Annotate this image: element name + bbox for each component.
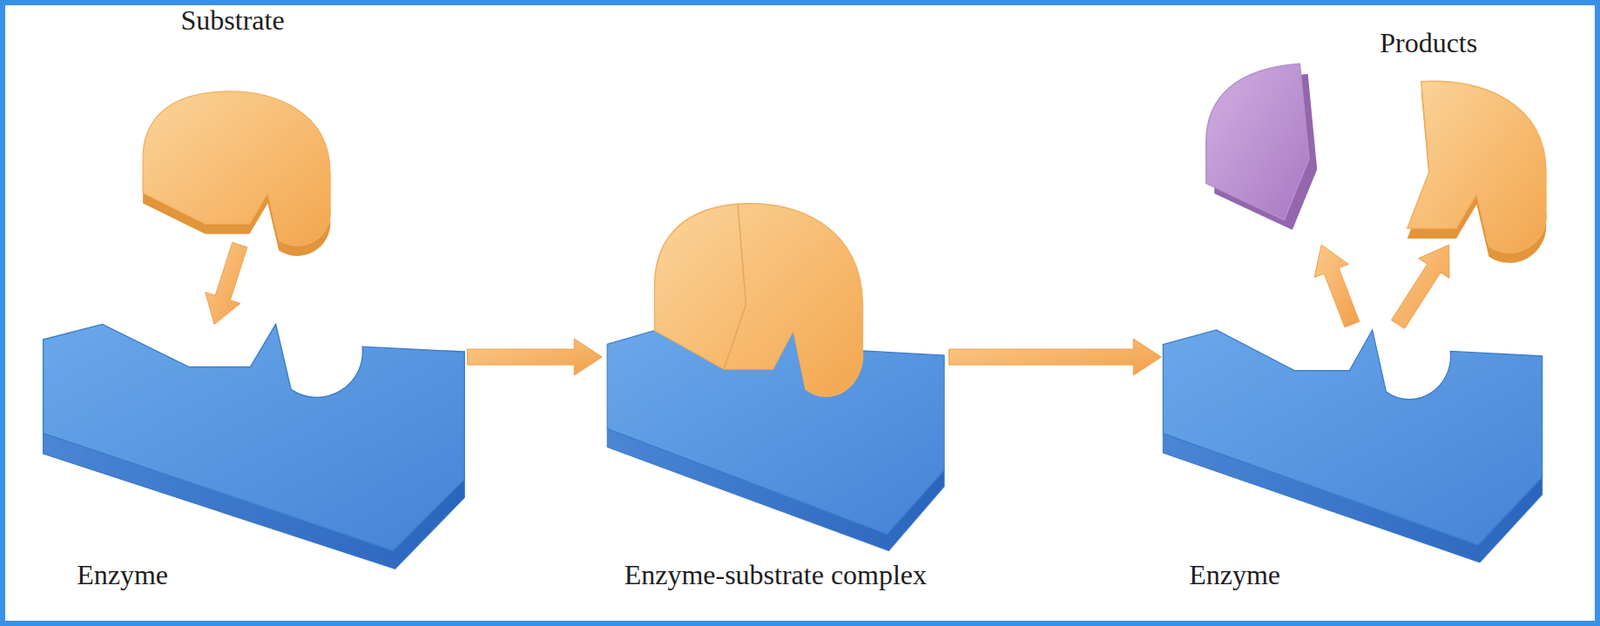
block-arrow xyxy=(1390,244,1450,329)
block-arrow xyxy=(205,242,248,325)
stage-node: Enzyme xyxy=(1161,324,1543,626)
block-arrow xyxy=(949,338,1162,376)
stage-node: Products xyxy=(1199,25,1562,245)
enzyme-shape xyxy=(1162,330,1542,563)
stage-label: Enzyme xyxy=(1188,560,1281,589)
block-arrow xyxy=(467,338,603,376)
stage-label: Enzyme-substrate complex xyxy=(622,560,929,589)
enzyme-shape xyxy=(43,324,466,569)
product-shape xyxy=(1407,81,1546,264)
stage-label: Substrate xyxy=(181,6,285,34)
substrate-shape xyxy=(142,91,331,257)
stage-node: Enzyme xyxy=(40,324,468,626)
stage-label: Products xyxy=(1379,28,1478,57)
block-arrow xyxy=(1314,244,1360,328)
stage-node: Substrate xyxy=(132,0,342,245)
complex-shape xyxy=(607,203,945,552)
stage-node: Enzyme-substrate complex xyxy=(601,198,949,626)
stage-label: Enzyme xyxy=(76,560,169,589)
product-shape xyxy=(1206,63,1317,230)
